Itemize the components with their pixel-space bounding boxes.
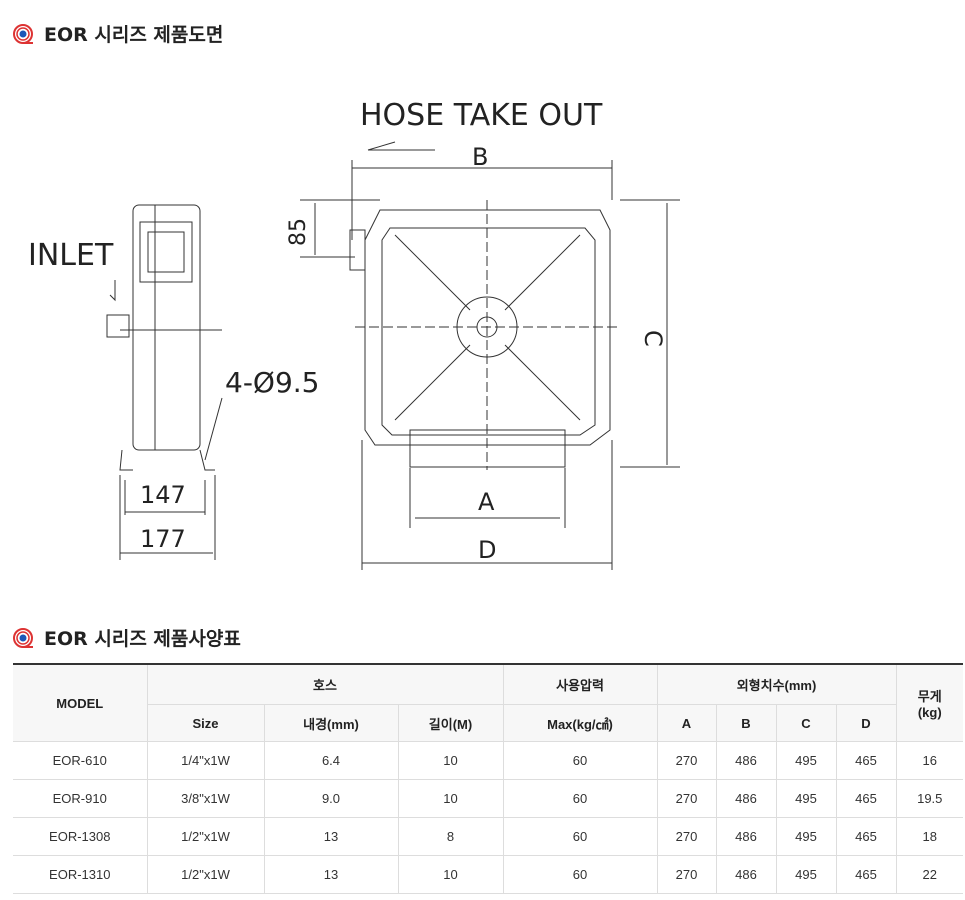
cell-a: 270 [656,741,717,780]
cell-d: 465 [835,741,897,780]
cell-b: 486 [715,855,777,894]
header-a: A [656,704,717,742]
cell-b: 486 [715,817,777,856]
header-inner: 내경(mm) [263,704,399,742]
header-length: 길이(M) [397,704,504,742]
cell-max: 60 [502,855,658,894]
cell-a: 270 [656,817,717,856]
cell-d: 465 [835,855,897,894]
dim-a-label: A [478,488,495,516]
dim-b-label: B [472,143,488,171]
cell-b: 486 [715,779,777,818]
dim-85-label: 85 [286,218,311,246]
header-max: Max(kg/㎠) [502,704,658,742]
cell-d: 465 [835,817,897,856]
spec-table: MODEL 호스 사용압력 외형치수(mm) 무게 (kg) Size 내경(m… [13,663,963,894]
cell-length: 10 [397,741,504,780]
drawing-section-title: EOR 시리즈 제품도면 [12,20,223,47]
product-drawing: HOSE TAKE OUT B INLET 4-Ø9.5 147 177 85 … [28,98,680,570]
cell-c: 495 [775,779,837,818]
cell-weight: 16 [895,741,963,780]
brand-logo-icon [13,627,33,648]
cell-model: EOR-1308 [13,817,148,856]
cell-length: 10 [397,779,504,818]
header-model: MODEL [13,663,148,742]
spec-section-title: EOR 시리즈 제품사양표 [12,624,241,651]
cell-c: 495 [775,741,837,780]
cell-inner: 13 [263,817,399,856]
cell-model: EOR-1310 [13,855,148,894]
spec-title: EOR 시리즈 제품사양표 [44,628,241,650]
cell-model: EOR-610 [13,741,148,780]
cell-weight: 18 [895,817,963,856]
dim-d-label: D [478,536,496,564]
dim-177-label: 177 [140,525,186,553]
header-b: B [715,704,777,742]
cell-d: 465 [835,779,897,818]
cell-max: 60 [502,817,658,856]
header-pressure: 사용압력 [502,663,658,705]
hose-take-out-label: HOSE TAKE OUT [360,98,603,133]
header-c: C [775,704,837,742]
cell-size: 3/8"x1W [146,779,265,818]
cell-inner: 13 [263,855,399,894]
cell-b: 486 [715,741,777,780]
cell-weight: 22 [895,855,963,894]
cell-length: 8 [397,817,504,856]
cell-size: 1/4"x1W [146,741,265,780]
cell-inner: 6.4 [263,741,399,780]
cell-size: 1/2"x1W [146,855,265,894]
cell-a: 270 [656,855,717,894]
cell-size: 1/2"x1W [146,817,265,856]
brand-logo-icon [13,23,33,44]
cell-max: 60 [502,741,658,780]
holes-label: 4-Ø9.5 [225,366,320,399]
cell-length: 10 [397,855,504,894]
dim-147-label: 147 [140,481,186,509]
cell-c: 495 [775,855,837,894]
inlet-label: INLET [28,238,114,273]
header-dims: 외형치수(mm) [656,663,897,705]
cell-a: 270 [656,779,717,818]
cell-max: 60 [502,779,658,818]
header-hose: 호스 [146,663,504,705]
header-size: Size [147,704,265,742]
header-d: D [835,704,896,742]
cell-weight: 19.5 [895,779,963,818]
drawing-title: EOR 시리즈 제품도면 [44,24,224,46]
cell-c: 495 [775,817,837,856]
dim-c-label: C [639,330,667,347]
header-weight: 무게 (kg) [895,663,963,742]
cell-model: EOR-910 [13,779,148,818]
cell-inner: 9.0 [263,779,399,818]
